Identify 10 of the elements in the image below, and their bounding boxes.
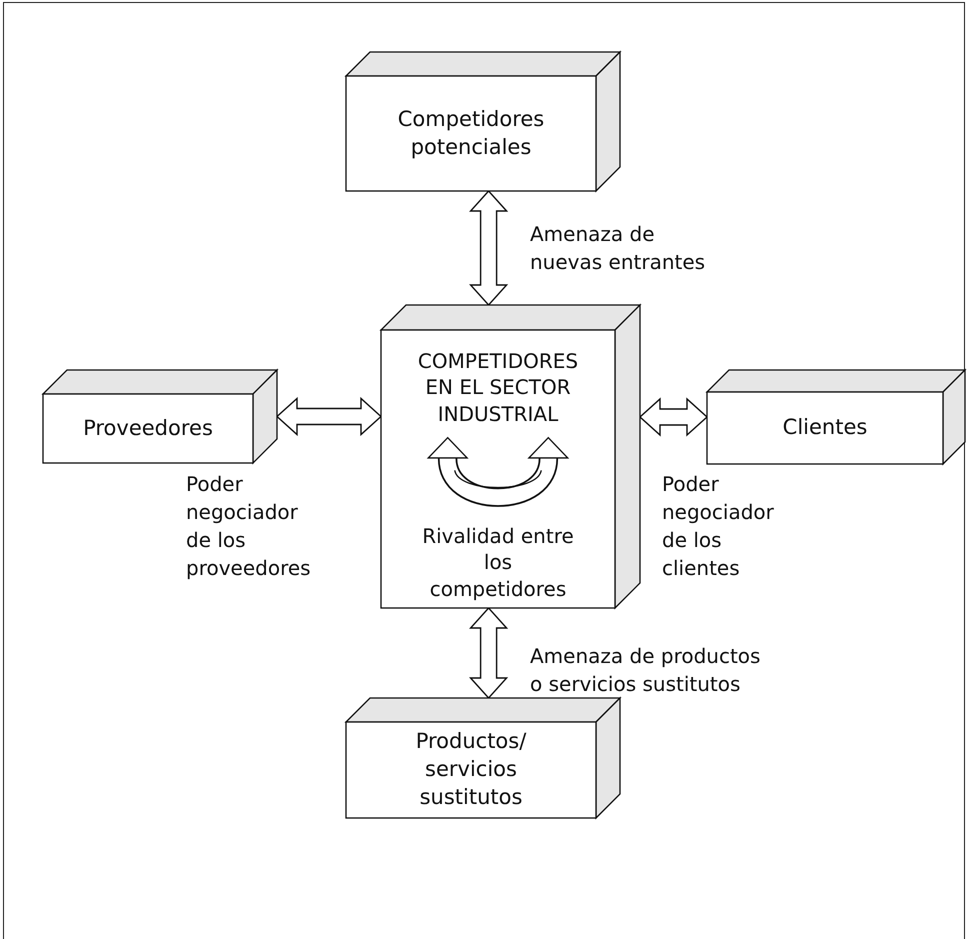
- edge-label: Poder negociador de los proveedores: [186, 471, 312, 582]
- double-block-arrow: [276, 396, 382, 436]
- edge-label: Amenaza de productos o servicios sustitutos: [530, 643, 762, 698]
- double-block-arrow: [638, 397, 708, 437]
- edge-label: Poder negociador de los clientes: [662, 471, 775, 582]
- edge-label: Amenaza de nuevas entrantes: [530, 221, 706, 276]
- box-label: Rivalidad entre los competidores: [421, 522, 575, 602]
- double-block-arrow: [469, 606, 508, 700]
- double-block-arrow: [469, 190, 508, 306]
- box-label: COMPETIDORES EN EL SECTOR INDUSTRIAL: [416, 348, 580, 428]
